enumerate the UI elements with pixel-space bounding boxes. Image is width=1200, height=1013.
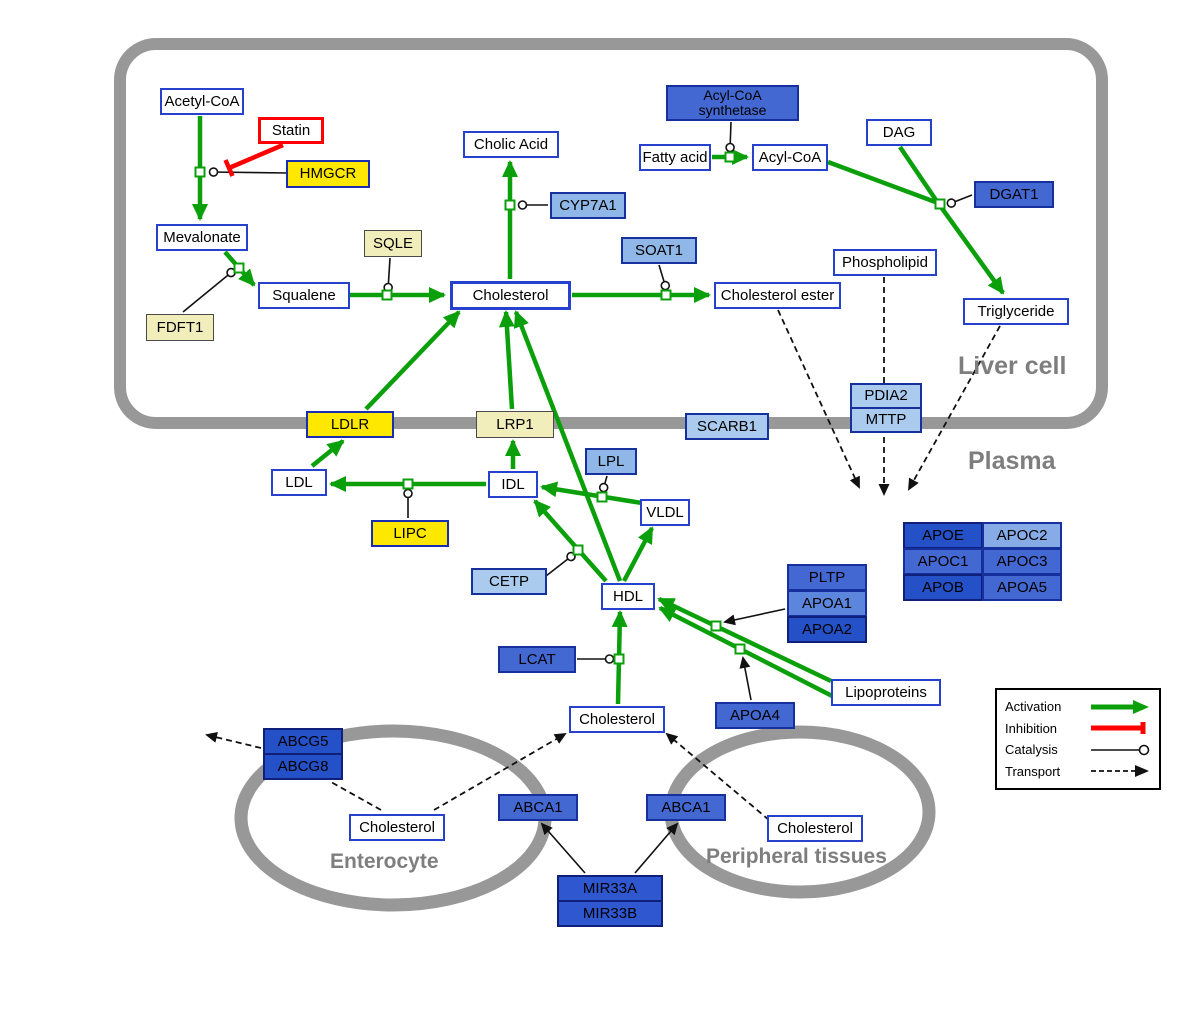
node-apoc1[interactable]: APOC1 (903, 548, 983, 575)
node-lcat[interactable]: LCAT (498, 646, 576, 673)
node-ldl[interactable]: LDL (271, 469, 327, 496)
liver-cell-label: Liver cell (958, 352, 1067, 380)
node-vldl[interactable]: VLDL (640, 499, 690, 526)
node-cyp7a1[interactable]: CYP7A1 (550, 192, 626, 219)
node-apoc2[interactable]: APOC2 (982, 522, 1062, 549)
transport-symbol-icon (1091, 765, 1149, 778)
node-idl[interactable]: IDL (488, 471, 538, 498)
node-mir33b[interactable]: MIR33B (557, 900, 663, 927)
node-statin[interactable]: Statin (258, 117, 324, 144)
catalysis-edges (182, 121, 973, 664)
node-phospholipid[interactable]: Phospholipid (833, 249, 937, 276)
node-abca1-enterocyte[interactable]: ABCA1 (498, 794, 578, 821)
node-mir33a[interactable]: MIR33A (557, 875, 663, 902)
inhibition-edge (223, 142, 284, 177)
enterocyte-label: Enterocyte (330, 850, 439, 873)
node-apoa2[interactable]: APOA2 (787, 616, 867, 643)
legend-catalysis-row: Catalysis (1005, 739, 1151, 761)
activation-symbol-icon (1091, 699, 1149, 714)
catalysis-symbol-icon (1091, 744, 1150, 756)
node-cetp[interactable]: CETP (471, 568, 547, 595)
node-hmgcr[interactable]: HMGCR (286, 160, 370, 188)
node-fatty-acid[interactable]: Fatty acid (639, 144, 711, 171)
node-soat1[interactable]: SOAT1 (621, 237, 697, 264)
node-dag[interactable]: DAG (866, 119, 932, 146)
node-squalene[interactable]: Squalene (258, 282, 350, 309)
legend-transport-row: Transport (1005, 761, 1151, 783)
inhibition-symbol-icon (1091, 722, 1146, 735)
node-apoa5[interactable]: APOA5 (982, 574, 1062, 601)
node-cholic-acid[interactable]: Cholic Acid (463, 131, 559, 158)
node-cholesterol-peripheral[interactable]: Cholesterol (767, 815, 863, 842)
peripheral-tissues-label: Peripheral tissues (706, 845, 887, 868)
node-mttp[interactable]: MTTP (850, 407, 922, 433)
legend-activation-row: Activation (1005, 696, 1151, 718)
node-triglyceride[interactable]: Triglyceride (963, 298, 1069, 325)
node-apoc3[interactable]: APOC3 (982, 548, 1062, 575)
node-abca1-peripheral[interactable]: ABCA1 (646, 794, 726, 821)
node-dgat1[interactable]: DGAT1 (974, 181, 1054, 208)
node-apoa4[interactable]: APOA4 (715, 702, 795, 729)
node-abcg5[interactable]: ABCG5 (263, 728, 343, 755)
legend-transport-label: Transport (1005, 763, 1061, 779)
node-apob[interactable]: APOB (903, 574, 983, 601)
activation-edges (192, 116, 1005, 705)
legend: Activation Inhibition Catalysis Transpor… (995, 688, 1161, 790)
node-cholesterol-ester[interactable]: Cholesterol ester (714, 282, 841, 309)
node-apoa1[interactable]: APOA1 (787, 590, 867, 617)
node-lipoproteins[interactable]: Lipoproteins (831, 679, 941, 706)
node-lrp1[interactable]: LRP1 (476, 411, 554, 438)
black-arrow-edges (540, 608, 786, 874)
legend-inhibition-label: Inhibition (1005, 720, 1058, 736)
legend-activation-label: Activation (1005, 699, 1062, 715)
legend-catalysis-label: Catalysis (1005, 742, 1058, 758)
legend-inhibition-row: Inhibition (1005, 718, 1151, 740)
node-acetyl-coa[interactable]: Acetyl-CoA (160, 88, 244, 115)
node-abcg8[interactable]: ABCG8 (263, 753, 343, 780)
node-sqle[interactable]: SQLE (364, 230, 422, 257)
node-lpl[interactable]: LPL (585, 448, 637, 475)
liver-cell-membrane (114, 38, 1108, 429)
transport-edges (205, 277, 1001, 821)
node-ldlr[interactable]: LDLR (306, 411, 394, 438)
node-cholesterol-enterocyte[interactable]: Cholesterol (349, 814, 445, 841)
plasma-label: Plasma (968, 447, 1056, 475)
node-acyl-coa-synthetase[interactable]: Acyl-CoA synthetase (666, 85, 799, 121)
node-apoe[interactable]: APOE (903, 522, 983, 549)
node-cholesterol-liver[interactable]: Cholesterol (450, 281, 571, 310)
node-cholesterol-plasma[interactable]: Cholesterol (569, 706, 665, 733)
node-pltp[interactable]: PLTP (787, 564, 867, 591)
node-lipc[interactable]: LIPC (371, 520, 449, 547)
reaction-node-squares (194, 151, 946, 665)
node-acyl-coa[interactable]: Acyl-CoA (752, 144, 828, 171)
node-scarb1[interactable]: SCARB1 (685, 413, 769, 440)
node-hdl[interactable]: HDL (601, 583, 655, 610)
node-pdia2[interactable]: PDIA2 (850, 383, 922, 409)
node-fdft1[interactable]: FDFT1 (146, 314, 214, 341)
node-mevalonate[interactable]: Mevalonate (156, 224, 248, 251)
